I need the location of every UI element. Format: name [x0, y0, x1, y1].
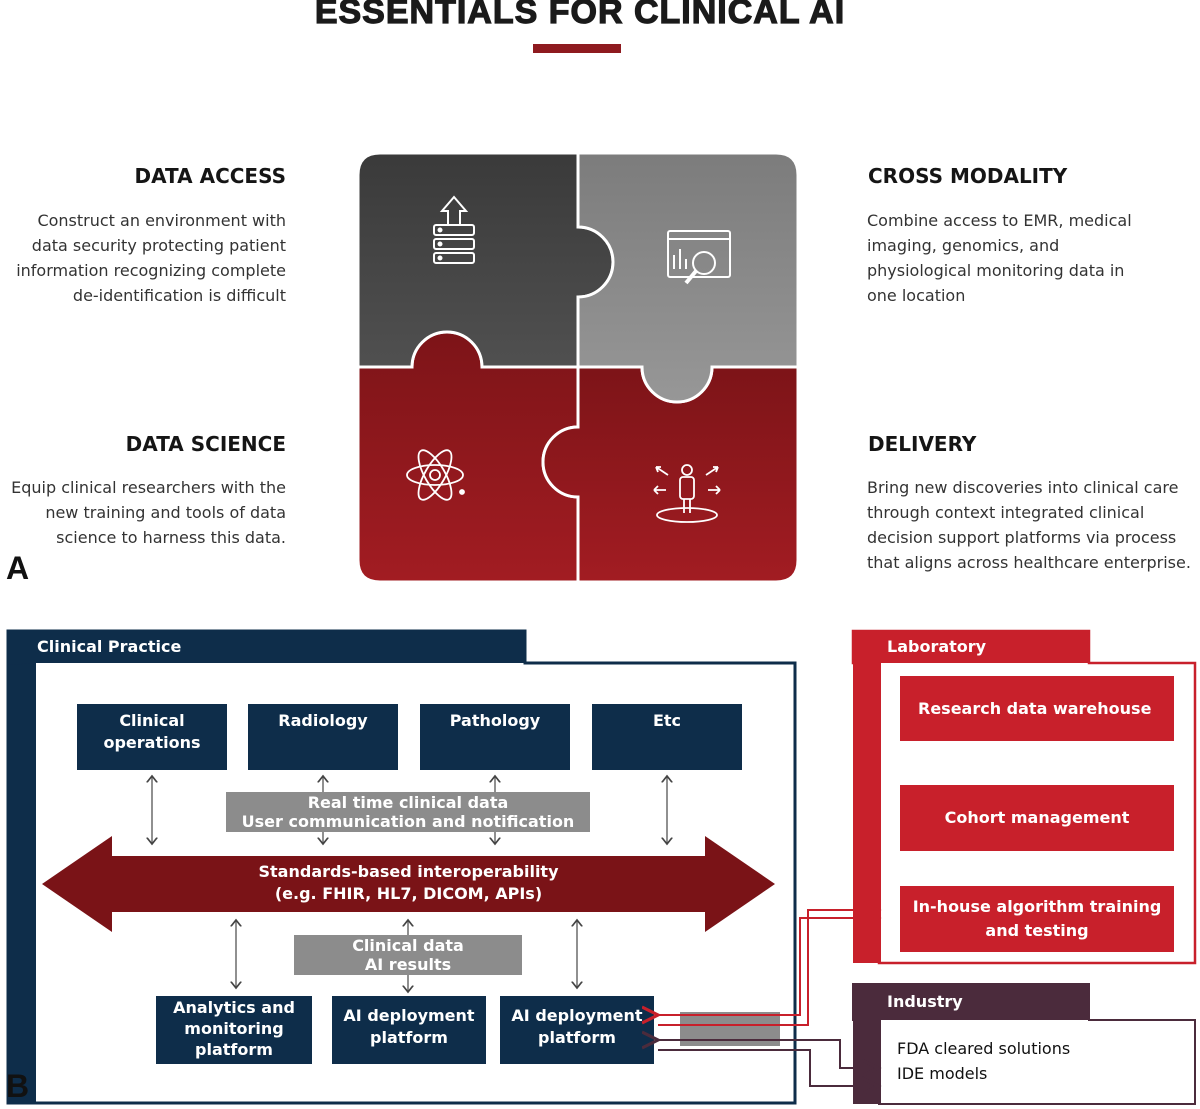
data-science-heading: DATA SCIENCE: [125, 432, 286, 456]
cross-modality-heading: CROSS MODALITY: [868, 164, 1068, 188]
cross-modality-text: Combine access to EMR, medical imaging, …: [867, 211, 1132, 305]
cross-connectors: [640, 900, 900, 1100]
person-arrows-icon: [653, 464, 721, 523]
title-underline: [533, 44, 621, 53]
panel-a-label: A: [6, 550, 30, 586]
delivery-heading: DELIVERY: [868, 432, 977, 456]
clinical-practice-frame: [6, 629, 797, 1105]
data-access-heading: DATA ACCESS: [134, 164, 286, 188]
magnifier-chart-icon: [667, 230, 731, 285]
algorithm-training-box: In-house algorithm training and testing: [900, 886, 1174, 952]
research-warehouse-box: Research data warehouse: [900, 676, 1174, 741]
clinical-operations-box: Clinical operations: [77, 704, 227, 770]
radiology-box: Radiology: [248, 704, 398, 770]
page-title: ESSENTIALS FOR CLINICAL AI: [314, 0, 846, 32]
industry-text: FDA cleared solutions IDE models: [897, 1039, 1071, 1083]
interop-text: Standards-based interoperability (e.g. F…: [258, 862, 559, 903]
pathology-box: Pathology: [420, 704, 570, 770]
delivery-text: Bring new discoveries into clinical care…: [867, 478, 1191, 572]
data-science-text: Equip clinical researchers with the new …: [11, 478, 286, 547]
cohort-management-box: Cohort management: [900, 785, 1174, 851]
analytics-platform-box: Analytics and monitoring platform: [156, 996, 312, 1064]
ai-deployment-platform-box-1: AI deployment platform: [332, 996, 486, 1064]
laboratory-label: Laboratory: [887, 637, 987, 656]
server-upload-icon: [433, 195, 475, 264]
puzzle-graphic: [356, 151, 800, 584]
industry-label: Industry: [887, 992, 963, 1011]
atom-icon: [406, 449, 465, 501]
interop-arrow: [42, 836, 775, 932]
clinical-data-note: Clinical data AI results: [294, 935, 522, 975]
realtime-data-note: Real time clinical data User communicati…: [226, 792, 590, 832]
clinical-practice-label: Clinical Practice: [37, 637, 182, 656]
data-access-text: Construct an environment with data secur…: [16, 211, 286, 305]
puzzle-piece-data-access: [356, 151, 615, 369]
etc-box: Etc: [592, 704, 742, 770]
ai-deployment-platform-box-2: AI deployment platform: [500, 996, 654, 1064]
panel-b-label: B: [6, 1068, 30, 1104]
